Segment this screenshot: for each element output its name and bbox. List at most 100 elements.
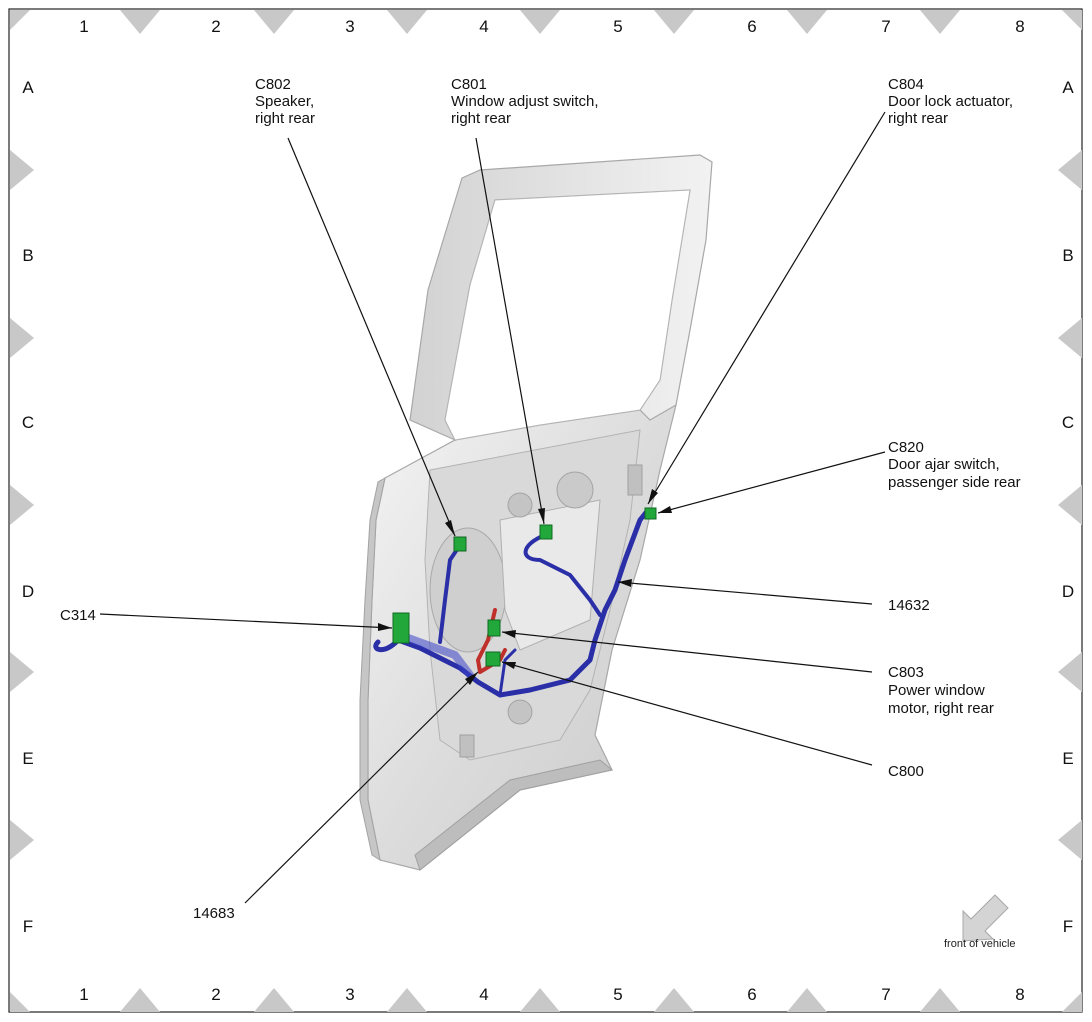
left-grid-markers — [10, 150, 34, 860]
arrow-down-left-icon — [962, 894, 1009, 942]
leader-arrowheads — [378, 489, 672, 685]
row-label: D — [22, 582, 34, 601]
window-opening — [444, 189, 691, 441]
arrowhead — [378, 623, 392, 631]
column-label: 4 — [479, 17, 488, 36]
column-label: 3 — [345, 17, 354, 36]
grid-marker — [654, 10, 694, 34]
leader-lines — [99, 111, 886, 904]
callout-line: Window adjust switch, — [451, 93, 599, 110]
arrowhead — [445, 520, 455, 536]
harness-14683 — [373, 507, 651, 698]
row-label: D — [1062, 582, 1074, 601]
callout-line: Speaker, — [255, 93, 314, 110]
callout-id: 14632 — [888, 597, 930, 614]
arrowhead — [538, 508, 545, 524]
column-label: 8 — [1015, 985, 1024, 1004]
grid-marker — [10, 992, 30, 1012]
callout-line: right rear — [255, 110, 315, 127]
harness-switch-branch — [523, 533, 602, 617]
row-label: B — [22, 246, 33, 265]
connector-c803 — [487, 619, 501, 637]
callout-line: right rear — [888, 110, 948, 127]
leader-c314 — [99, 613, 393, 629]
column-label: 3 — [345, 985, 354, 1004]
grid-marker — [920, 10, 960, 34]
leader-c820 — [657, 451, 886, 514]
callout-line: Power window — [888, 682, 985, 699]
panel-slot — [459, 734, 475, 758]
row-label: F — [1063, 917, 1073, 936]
grid-marker — [120, 10, 160, 34]
panel-hole — [556, 471, 594, 509]
harness-lower-loop — [498, 648, 517, 697]
panel-hole — [507, 699, 533, 725]
column-label: 6 — [747, 985, 756, 1004]
callout-line: right rear — [451, 110, 511, 127]
door-sill — [414, 759, 614, 871]
callout-c803: C803 Power window motor, right rear — [888, 664, 994, 717]
row-label: C — [1062, 413, 1074, 432]
top-grid-markers — [10, 10, 1082, 34]
arrowhead — [465, 672, 478, 685]
grid-marker — [10, 318, 34, 358]
row-label: E — [22, 749, 33, 768]
grid-marker — [1058, 485, 1082, 525]
connector-c314 — [392, 612, 410, 644]
grid-marker — [1058, 318, 1082, 358]
callout-line: motor, right rear — [888, 700, 994, 717]
callout-id: C800 — [888, 763, 924, 780]
column-label: 8 — [1015, 17, 1024, 36]
grid-marker — [787, 988, 827, 1012]
arrowhead — [618, 579, 632, 587]
leader-c800 — [501, 661, 873, 766]
row-labels-right: A B C D E F — [1062, 78, 1074, 936]
column-label: 7 — [881, 985, 890, 1004]
row-labels-left: A B C D E F — [22, 78, 34, 936]
grid-marker — [387, 10, 427, 34]
column-label: 6 — [747, 17, 756, 36]
grid-marker — [10, 150, 34, 190]
callout-id: C820 — [888, 439, 924, 456]
callout-14632: 14632 — [888, 597, 930, 614]
grid-marker — [1058, 820, 1082, 860]
connector-c802 — [453, 536, 467, 552]
leader-14632 — [617, 581, 873, 605]
callout-c802: C802 Speaker, right rear — [255, 76, 315, 127]
callout-c820: C820 Door ajar switch, passenger side re… — [888, 439, 1021, 491]
grid-marker — [254, 988, 294, 1012]
row-label: B — [1062, 246, 1073, 265]
grid-marker — [387, 988, 427, 1012]
arrowhead — [648, 489, 658, 504]
leader-c802 — [287, 137, 456, 537]
arrowhead — [502, 630, 516, 638]
arrowhead — [502, 662, 516, 669]
orientation-label: front of vehicle — [944, 938, 1016, 950]
row-label: C — [22, 413, 34, 432]
column-labels-bottom: 1 2 3 4 5 6 7 8 — [79, 985, 1024, 1004]
grid-marker — [10, 820, 34, 860]
right-grid-markers — [1058, 150, 1082, 860]
row-label: F — [23, 917, 33, 936]
grid-marker — [1062, 10, 1082, 30]
callout-c314: C314 — [60, 607, 96, 624]
column-label: 5 — [613, 17, 622, 36]
column-label: 1 — [79, 17, 88, 36]
grid-marker — [520, 988, 560, 1012]
callout-14683: 14683 — [193, 905, 235, 922]
grid-marker — [1058, 150, 1082, 190]
grid-marker — [10, 652, 34, 692]
connector-c801 — [539, 524, 553, 540]
callout-id: C803 — [888, 664, 924, 681]
column-label: 2 — [211, 985, 220, 1004]
grid-marker — [920, 988, 960, 1012]
row-label: A — [22, 78, 34, 97]
grid-marker — [520, 10, 560, 34]
callout-id: C802 — [255, 76, 291, 93]
column-label: 1 — [79, 985, 88, 1004]
row-label: E — [1062, 749, 1073, 768]
leader-c804 — [647, 111, 886, 505]
callout-c804: C804 Door lock actuator, right rear — [888, 76, 1013, 127]
callout-id: C804 — [888, 76, 924, 93]
column-label: 2 — [211, 17, 220, 36]
